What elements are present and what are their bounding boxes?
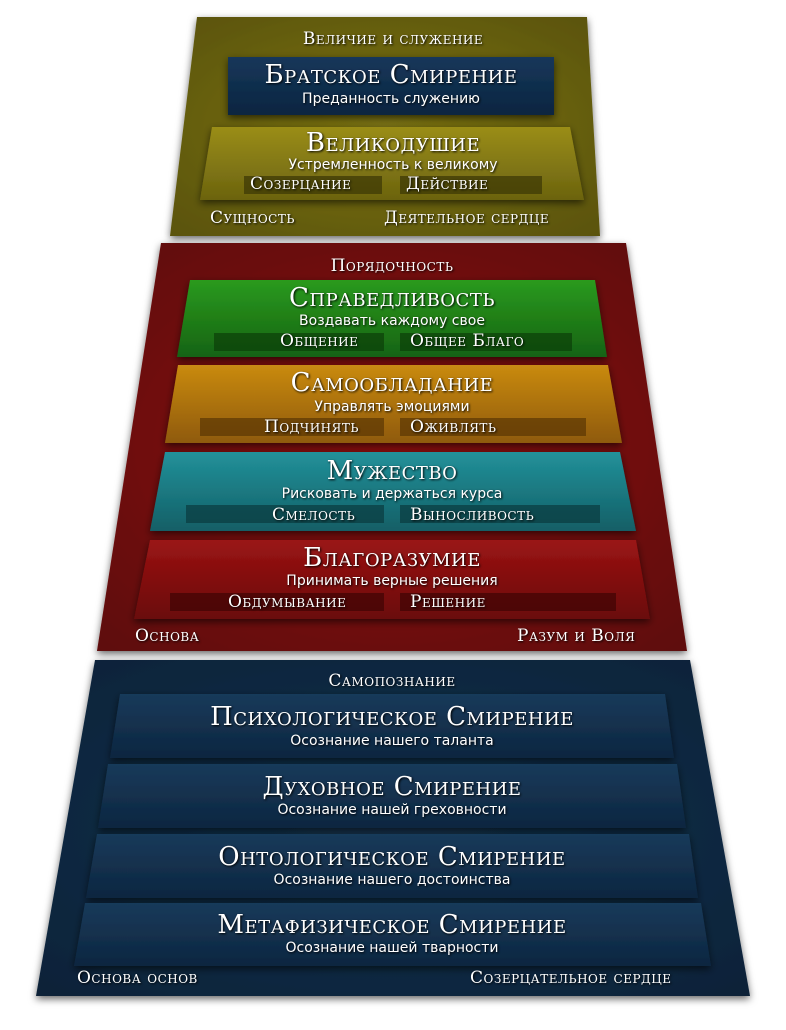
fraternal-humility-box (228, 57, 554, 115)
justice-left-slot (214, 333, 384, 351)
courage-right-slot (400, 505, 600, 523)
bottom-tier-bottom-left: Основа основ (77, 968, 198, 988)
magnanimity-right-label: Действие (406, 174, 489, 194)
justice-right-label: Общее Благо (410, 331, 525, 351)
justice-left-label: Общение (280, 331, 359, 351)
courage-right-label: Выносливость (410, 505, 535, 525)
prudence-title: Благоразумие (303, 543, 481, 573)
prudence-desc: Принимать верные решения (286, 573, 498, 589)
top-tier-title: Величие и служение (302, 29, 484, 49)
self-control-left-label: Подчинять (264, 417, 359, 437)
onto-humility-strip (86, 834, 698, 898)
self-control-desc: Управлять эмоциями (314, 399, 470, 415)
bottom-tier-title: Самопознание (328, 671, 456, 691)
magnanimity-title: Великодушие (305, 128, 481, 158)
self-control-right-slot (400, 418, 586, 436)
meta-humility-desc: Осознание нашей тварности (285, 940, 499, 956)
spirit-humility-title: Духовное Смирение (262, 772, 522, 802)
psych-humility-strip (110, 694, 674, 758)
prudence-right-slot (400, 593, 616, 611)
courage-left-slot (186, 505, 384, 523)
fraternal-humility-desc: Преданность служению (302, 91, 480, 107)
top-tier-background (170, 17, 600, 236)
prudence-left-label: Обдумывание (228, 592, 347, 612)
onto-humility-title: Онтологическое Смирение (218, 842, 566, 872)
justice-desc: Воздавать каждому свое (299, 313, 485, 329)
magnanimity-left-slot (244, 176, 382, 194)
spirit-humility-desc: Осознание нашей греховности (277, 802, 507, 818)
onto-humility-desc: Осознание нашего достоинства (273, 872, 511, 888)
psych-humility-title: Психологическое Смирение (210, 702, 574, 732)
fraternal-humility-title: Братское Смирение (264, 60, 518, 90)
middle-tier-title: Порядочность (330, 256, 454, 276)
spirit-humility-strip (98, 764, 686, 828)
prudence-left-slot (170, 593, 384, 611)
psych-humility-desc: Осознание нашего таланта (290, 733, 494, 749)
magnanimity-desc: Устремленность к великому (288, 157, 498, 173)
self-control-title: Самообладание (290, 368, 494, 398)
prudence-right-label: Решение (410, 592, 486, 612)
justice-right-slot (400, 333, 572, 351)
courage-desc: Рисковать и держаться курса (281, 486, 503, 502)
courage-left-label: Смелость (272, 505, 356, 525)
magnanimity-left-label: Созерцание (250, 174, 352, 194)
meta-humility-strip (74, 903, 711, 966)
bottom-tier-bottom-right: Созерцательное сердце (470, 968, 672, 988)
justice-title: Справедливость (289, 283, 495, 313)
top-tier-bottom-left: Сущность (210, 208, 295, 228)
middle-tier-bottom-right: Разум и Воля (517, 626, 636, 646)
magnanimity-right-slot (400, 176, 542, 194)
meta-humility-title: Метафизическое Смирение (217, 910, 567, 940)
self-control-right-label: Оживлять (410, 417, 497, 437)
middle-tier-bottom-left: Основа (135, 626, 200, 646)
top-tier-bottom-right: Деятельное сердце (384, 208, 550, 228)
self-control-left-slot (200, 418, 384, 436)
courage-title: Мужество (326, 456, 458, 486)
